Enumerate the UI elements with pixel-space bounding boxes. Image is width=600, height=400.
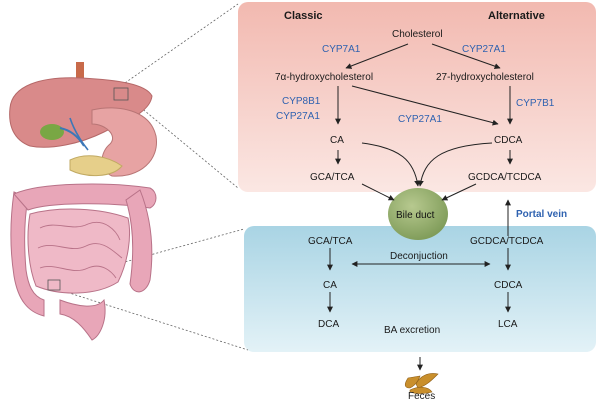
- liver-pathway-arrows: [335, 43, 513, 236]
- alternative-heading: Alternative: [488, 10, 545, 22]
- deconjuction-label: Deconjuction: [390, 251, 448, 262]
- gca-tca-intestine-label: GCA/TCA: [308, 236, 353, 247]
- ba-excretion-label: BA excretion: [384, 325, 440, 336]
- lca-label: LCA: [498, 319, 518, 330]
- cyp8b1-enzyme: CYP8B1: [282, 96, 321, 107]
- hydroxy-27-label: 27-hydroxycholesterol: [436, 72, 534, 83]
- cdca-intestine-label: CDCA: [494, 280, 523, 291]
- cyp7b1-enzyme: CYP7B1: [516, 98, 555, 109]
- bile-duct-node: [388, 188, 448, 240]
- gca-tca-liver-label: GCA/TCA: [310, 172, 355, 183]
- bile-duct-label: Bile duct: [396, 210, 435, 221]
- digestive-system-illustration: [9, 62, 157, 341]
- cyp27a1-top-enzyme: CYP27A1: [462, 44, 506, 55]
- dca-label: DCA: [318, 319, 339, 330]
- ca-intestine-label: CA: [323, 280, 337, 291]
- hydroxy-7a-label: 7α-hydroxycholesterol: [275, 72, 373, 83]
- cyp7a1-enzyme: CYP7A1: [322, 44, 361, 55]
- gcdca-tcdca-liver-label: GCDCA/TCDCA: [468, 172, 542, 183]
- zoom-guide-lines: [55, 3, 249, 351]
- intestine-pathway-arrows: [327, 248, 511, 371]
- cyp27a1-mid-enzyme: CYP27A1: [398, 114, 442, 125]
- feces-icon: [404, 373, 439, 394]
- cyp27a1-left-enzyme: CYP27A1: [276, 111, 320, 122]
- gcdca-tcdca-intestine-label: GCDCA/TCDCA: [470, 236, 544, 247]
- cholesterol-label: Cholesterol: [392, 29, 443, 40]
- cdca-liver-label: CDCA: [494, 135, 523, 146]
- liver-panel: [238, 2, 596, 192]
- portal-vein-label: Portal vein: [516, 209, 567, 220]
- ca-liver-label: CA: [330, 135, 344, 146]
- feces-label: Feces: [408, 391, 435, 400]
- classic-heading: Classic: [284, 10, 323, 22]
